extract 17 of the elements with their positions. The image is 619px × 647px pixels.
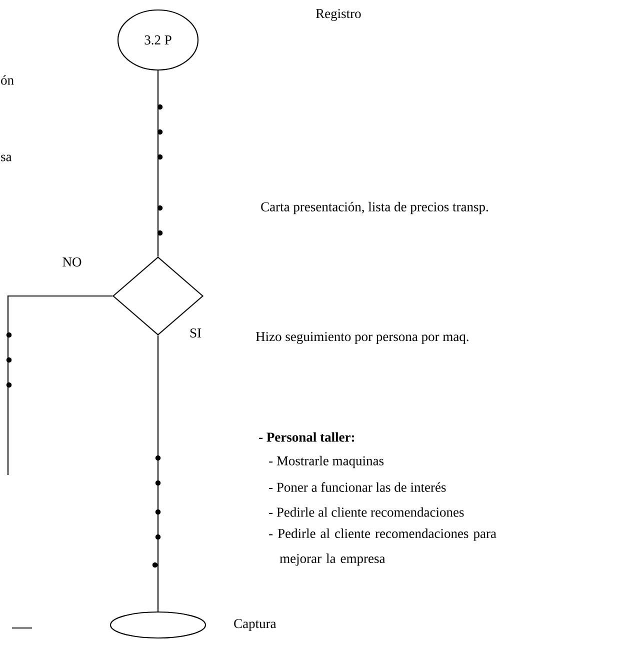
connector-line bbox=[7, 295, 112, 475]
list-item: - Poner a funcionar las de interés bbox=[269, 482, 446, 492]
note-text: Registro bbox=[316, 9, 361, 21]
list-item: - Pedirle al cliente recomendaciones para mejorar la empresa bbox=[269, 528, 496, 566]
list-item: - Pedirle al cliente recomendaciones bbox=[269, 507, 464, 517]
note-text: ón bbox=[1, 75, 14, 85]
note-text: sa bbox=[1, 154, 12, 162]
edge-label: SI bbox=[190, 328, 202, 338]
note-text: Carta presentación, lista de precios transp. bbox=[261, 202, 488, 214]
connector-line bbox=[157, 70, 159, 256]
list-item: - Personal taller: bbox=[259, 432, 354, 442]
note-text: Hizo seguimiento por persona por maq. bbox=[256, 332, 468, 344]
list-item: - Mostrarle maquinas bbox=[269, 456, 384, 468]
step-caption: Captura bbox=[234, 619, 276, 631]
terminal-ellipse bbox=[110, 611, 206, 639]
edge-label: NO bbox=[62, 257, 82, 267]
connector-line bbox=[157, 336, 159, 612]
